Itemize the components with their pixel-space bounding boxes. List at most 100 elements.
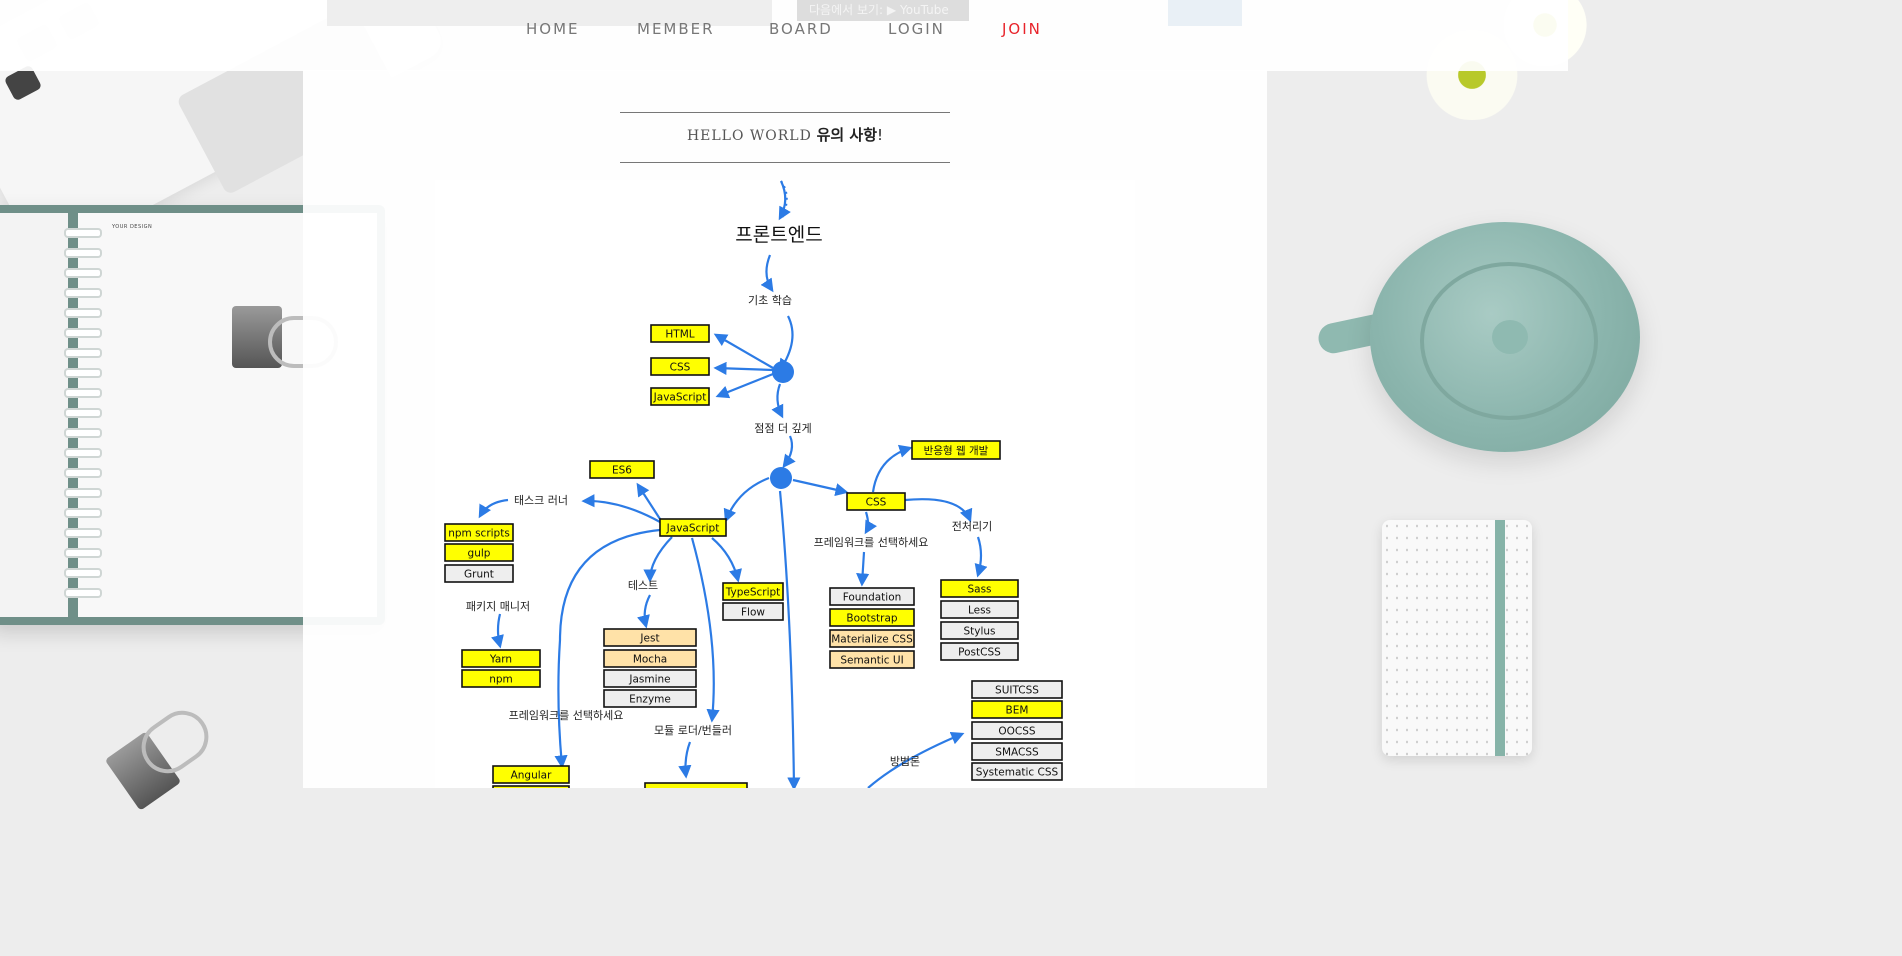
notebook-ring [64,228,102,238]
svg-text:SMACSS: SMACSS [995,747,1039,759]
roadmap-node-mocha: Mocha [603,649,697,668]
page-title-end: ! [877,126,884,144]
svg-text:HTML: HTML [665,329,694,341]
svg-text:SUITCSS: SUITCSS [995,685,1039,697]
svg-text:Sass: Sass [967,584,991,596]
roadmap-node-grunt: Grunt [444,564,514,583]
svg-text:Grunt: Grunt [464,569,494,581]
teapot-lid [1420,262,1598,420]
svg-text:npm scripts: npm scripts [448,528,510,540]
roadmap-node-bootstrap: Bootstrap [829,608,915,627]
roadmap-connector [864,511,877,535]
roadmap-heading: 프론트엔드 [735,224,822,246]
svg-text:ES6: ES6 [612,465,632,477]
roadmap-node-typescript: TypeScript [722,582,784,601]
roadmap-connector [856,551,870,587]
notebook-ring [64,508,102,518]
title-rule-bottom [620,162,950,163]
roadmap-node-smacss: SMACSS [971,742,1063,761]
roadmap-connector [478,498,509,519]
roadmap-label-basics: 기초 학습 [748,294,792,307]
svg-text:Enzyme: Enzyme [629,694,671,706]
notebook-ring [64,448,102,458]
nav-member[interactable]: MEMBER [637,20,715,38]
svg-text:반응형 웹 개발: 반응형 웹 개발 [924,445,989,457]
nav-board[interactable]: BOARD [769,20,833,38]
roadmap-node-less: Less [940,600,1019,619]
roadmap-hub [770,467,792,489]
page-title: HELLO WORLD 유의 사항! [620,124,950,145]
roadmap-node-foundation: Foundation [829,587,915,606]
notebook-ring [64,408,102,418]
nav-login[interactable]: LOGIN [888,20,945,38]
roadmap-node-semantic: Semantic UI [829,650,915,669]
roadmap-node-javascript: JavaScript [659,518,727,537]
roadmap-connector [778,180,791,221]
roadmap-label-task-runner: 태스크 러너 [514,494,568,507]
roadmap-node-sass: Sass [940,579,1019,598]
roadmap-node-gulp: gulp [444,543,514,562]
roadmap-node-npm: npm [461,669,541,688]
roadmap-label-preprocessor: 전처리기 [952,520,992,533]
video-thumbnail-strip[interactable] [1168,0,1242,26]
notebook-ring [64,268,102,278]
roadmap-connector [792,478,849,497]
nav-join[interactable]: JOIN [1002,20,1042,38]
roadmap-label-module-loader: 모듈 로더/번들러 [654,724,732,737]
notebook-ring [64,428,102,438]
notebook-ring [64,588,102,598]
svg-text:PostCSS: PostCSS [958,647,1001,659]
roadmap-connector [678,741,692,779]
roadmap-connector [871,444,913,493]
title-rule-top [620,112,950,113]
notebook-ring [64,288,102,298]
svg-text:Angular: Angular [511,770,553,782]
svg-text:Stylus: Stylus [963,626,995,638]
svg-text:Semantic UI: Semantic UI [840,655,903,667]
roadmap-connector [904,498,973,523]
youtube-link[interactable]: 다음에서 보기: ▶ YouTube [797,0,969,21]
roadmap-node-jasmine: Jasmine [603,669,697,688]
roadmap-node-stylus: Stylus [940,621,1019,640]
roadmap-node-bem: BEM [971,700,1063,719]
roadmap-node-css: CSS [846,492,906,511]
svg-text:JavaScript: JavaScript [653,392,707,404]
roadmap-node-jest: Jest [603,628,697,647]
svg-text:gulp: gulp [468,548,491,560]
svg-text:npm: npm [489,674,513,686]
notebook-brand-text: YOUR DESIGN [112,224,153,230]
main-nav: HOME MEMBER BOARD LOGIN JOIN [0,20,1568,44]
page-title-en: HELLO WORLD [686,128,812,144]
roadmap-connector [760,254,774,293]
notepad-band [1495,520,1505,756]
roadmap-connector [711,537,742,583]
roadmap-node-postcss: PostCSS [940,642,1019,661]
roadmap-connector [690,537,720,723]
svg-text:Foundation: Foundation [843,592,902,604]
nav-home[interactable]: HOME [526,20,580,38]
roadmap-node-partial [492,785,570,788]
roadmap-node-yarn: Yarn [461,649,541,668]
roadmap-connector [581,494,661,523]
roadmap-connector [637,594,651,629]
roadmap-connector [554,528,661,769]
svg-text:OOCSS: OOCSS [998,726,1036,738]
svg-text:JavaScript: JavaScript [666,523,720,535]
roadmap-label-methodology: 방법론 [890,755,920,768]
notebook-ring [64,468,102,478]
roadmap-node-partial [644,782,748,788]
roadmap-connector [782,435,796,469]
notebook-ring [64,248,102,258]
roadmap-connector [491,613,504,649]
svg-text:Less: Less [968,605,991,617]
teapot-knob [1492,320,1528,354]
roadmap-node-css-basic: CSS [650,357,710,376]
notepad-image [1382,520,1532,756]
roadmap-connector [643,536,673,583]
roadmap-connector [713,361,774,375]
notebook-ring [64,348,102,358]
notebook-ring [64,568,102,578]
video-thumbnail-strip[interactable] [327,0,772,26]
roadmap-node-responsive: 반응형 웹 개발 [911,440,1001,460]
